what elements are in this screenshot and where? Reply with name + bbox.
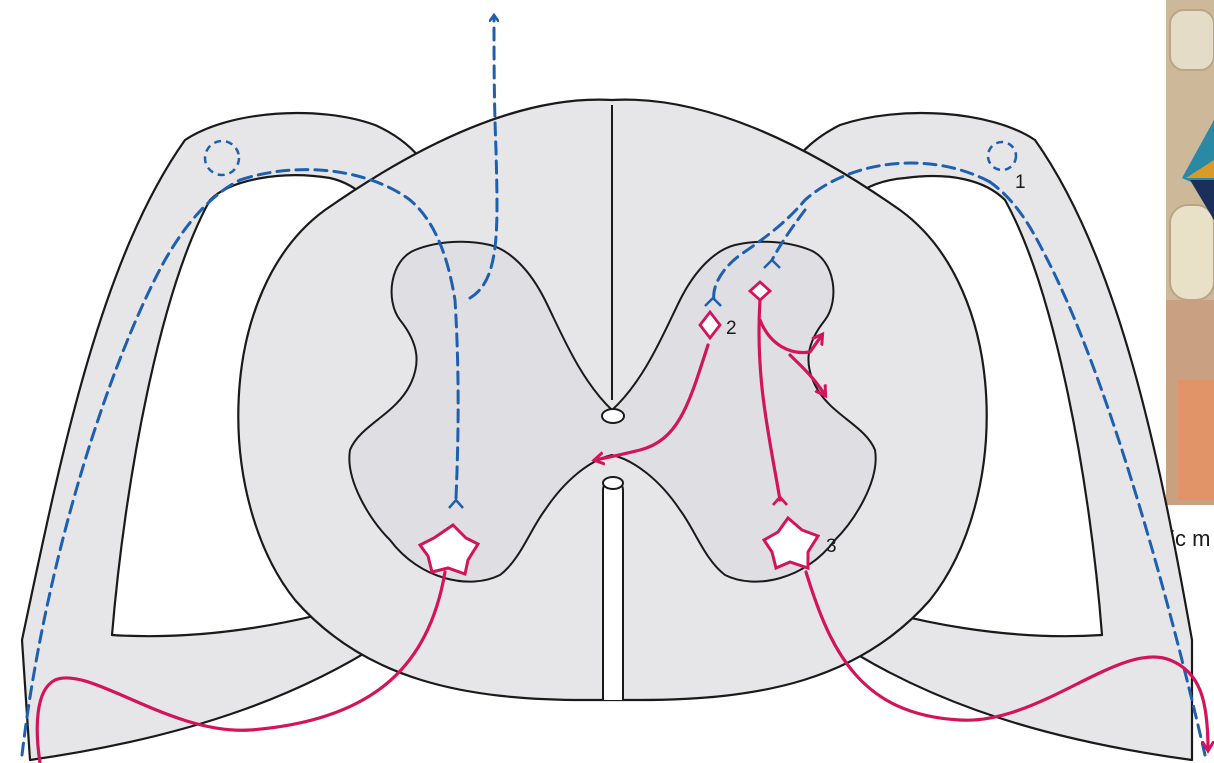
cropped-photo-strip: [1166, 0, 1214, 505]
label-2: 2: [726, 318, 737, 339]
label-3: 3: [826, 536, 837, 557]
label-1: 1: [1015, 172, 1026, 193]
spinal-cord: [238, 100, 986, 700]
